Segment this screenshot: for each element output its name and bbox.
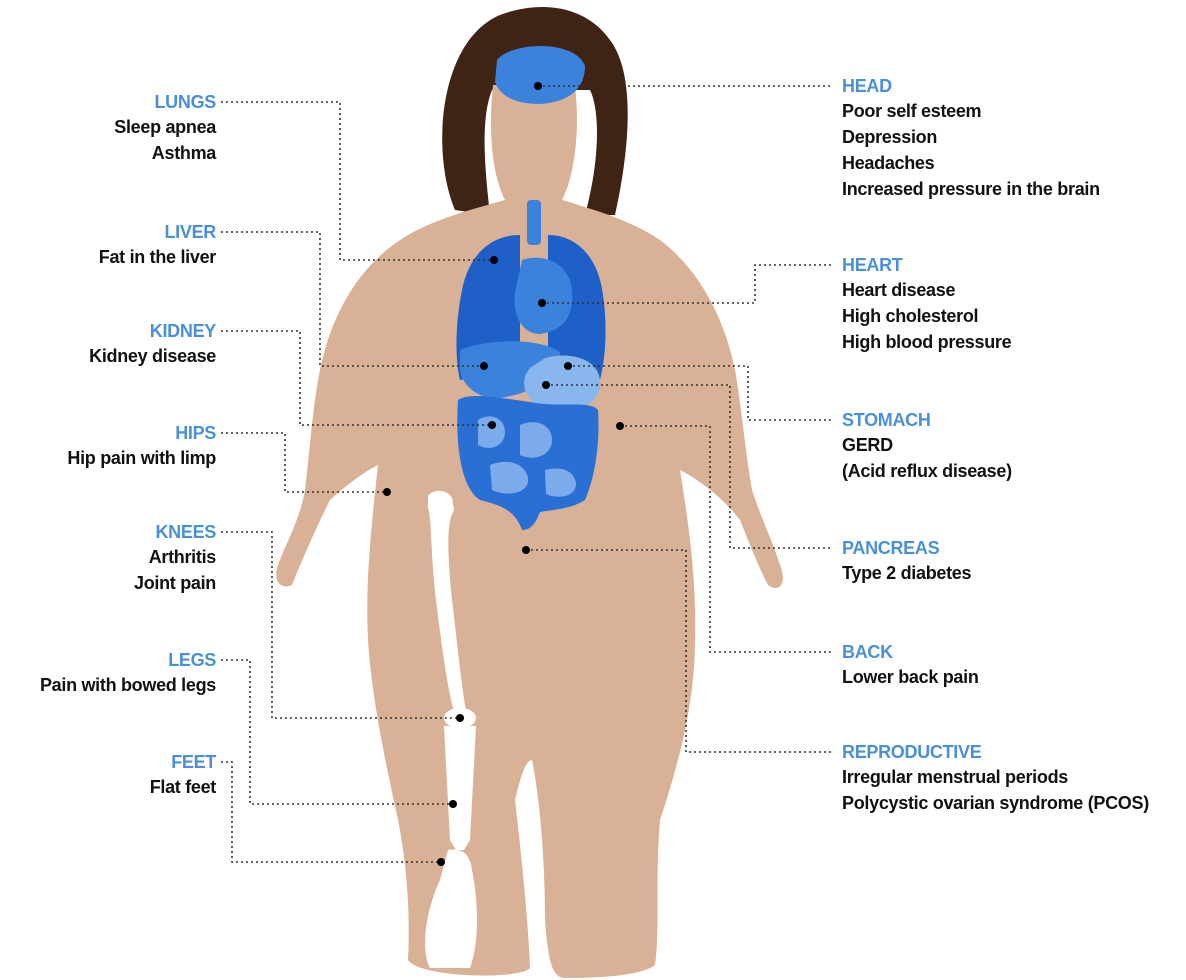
label-head-item: Depression	[842, 124, 1100, 150]
label-stomach-item: (Acid reflux disease)	[842, 458, 1012, 484]
label-head: HEAD Poor self esteem Depression Headach…	[842, 74, 1100, 202]
label-stomach: STOMACH GERD (Acid reflux disease)	[842, 408, 1012, 484]
label-pancreas-title: PANCREAS	[842, 536, 971, 560]
label-hips-item: Hip pain with limp	[67, 445, 216, 471]
label-legs-title: LEGS	[40, 648, 216, 672]
label-back-item: Lower back pain	[842, 664, 979, 690]
label-liver-item: Fat in the liver	[99, 244, 216, 270]
label-heart-item: High cholesterol	[842, 303, 1011, 329]
label-kidney: KIDNEY Kidney disease	[89, 319, 216, 369]
label-hips-title: HIPS	[67, 421, 216, 445]
label-liver-title: LIVER	[99, 220, 216, 244]
label-heart: HEART Heart disease High cholesterol Hig…	[842, 253, 1011, 355]
label-feet: FEET Flat feet	[150, 750, 216, 800]
label-knees-item: Joint pain	[134, 570, 216, 596]
label-pancreas: PANCREAS Type 2 diabetes	[842, 536, 971, 586]
label-head-item: Increased pressure in the brain	[842, 176, 1100, 202]
label-liver: LIVER Fat in the liver	[99, 220, 216, 270]
label-pancreas-item: Type 2 diabetes	[842, 560, 971, 586]
label-lungs-item: Asthma	[114, 140, 216, 166]
label-heart-item: High blood pressure	[842, 329, 1011, 355]
label-heart-title: HEART	[842, 253, 1011, 277]
label-knees-title: KNEES	[134, 520, 216, 544]
trachea	[527, 200, 541, 245]
label-kidney-item: Kidney disease	[89, 343, 216, 369]
label-legs: LEGS Pain with bowed legs	[40, 648, 216, 698]
label-lungs-title: LUNGS	[114, 90, 216, 114]
label-feet-item: Flat feet	[150, 774, 216, 800]
label-lungs-item: Sleep apnea	[114, 114, 216, 140]
label-feet-title: FEET	[150, 750, 216, 774]
label-reproductive-item: Irregular menstrual periods	[842, 764, 1149, 790]
label-head-title: HEAD	[842, 74, 1100, 98]
label-lungs: LUNGS Sleep apnea Asthma	[114, 90, 216, 166]
label-heart-item: Heart disease	[842, 277, 1011, 303]
label-head-item: Poor self esteem	[842, 98, 1100, 124]
label-legs-item: Pain with bowed legs	[40, 672, 216, 698]
label-hips: HIPS Hip pain with limp	[67, 421, 216, 471]
label-stomach-title: STOMACH	[842, 408, 1012, 432]
label-knees-item: Arthritis	[134, 544, 216, 570]
label-knees: KNEES Arthritis Joint pain	[134, 520, 216, 596]
label-back-title: BACK	[842, 640, 979, 664]
label-stomach-item: GERD	[842, 432, 1012, 458]
label-reproductive-title: REPRODUCTIVE	[842, 740, 1149, 764]
label-reproductive: REPRODUCTIVE Irregular menstrual periods…	[842, 740, 1149, 816]
label-reproductive-item: Polycystic ovarian syndrome (PCOS)	[842, 790, 1149, 816]
label-head-item: Headaches	[842, 150, 1100, 176]
label-kidney-title: KIDNEY	[89, 319, 216, 343]
label-back: BACK Lower back pain	[842, 640, 979, 690]
